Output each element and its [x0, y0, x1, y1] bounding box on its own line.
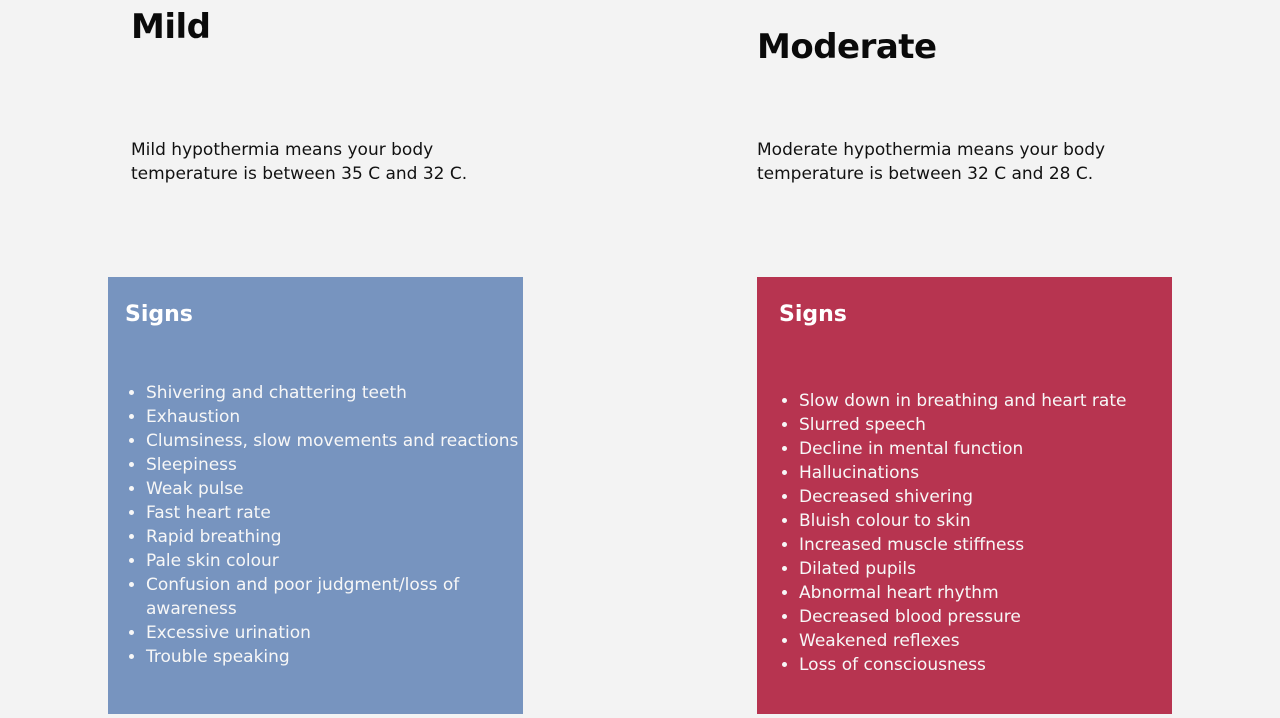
- moderate-description: Moderate hypothermia means your body tem…: [757, 140, 1106, 184]
- list-item: Decreased shivering: [799, 485, 1189, 509]
- list-item: Shivering and chattering teeth: [146, 381, 540, 405]
- list-item: Increased muscle stiffness: [799, 533, 1189, 557]
- list-item: Pale skin colour: [146, 549, 540, 573]
- list-item: Excessive urination: [146, 621, 540, 645]
- list-item: Clumsiness, slow movements and reactions: [146, 429, 540, 453]
- list-item: Hallucinations: [799, 461, 1189, 485]
- list-item: Slow down in breathing and heart rate: [799, 389, 1189, 413]
- mild-description: Mild hypothermia means your body tempera…: [131, 140, 468, 184]
- list-item: Loss of consciousness: [799, 653, 1189, 677]
- moderate-signs-heading: Signs: [779, 302, 847, 327]
- list-item: Sleepiness: [146, 453, 540, 477]
- list-item: Trouble speaking: [146, 645, 540, 669]
- list-item: Weakened reflexes: [799, 629, 1189, 653]
- moderate-signs-panel: Signs Slow down in breathing and heart r…: [757, 277, 1172, 714]
- list-item: Fast heart rate: [146, 501, 540, 525]
- list-item: Exhaustion: [146, 405, 540, 429]
- moderate-title: Moderate: [757, 27, 937, 67]
- list-item: Abnormal heart rhythm: [799, 581, 1189, 605]
- mild-title: Mild: [131, 7, 211, 47]
- mild-signs-panel: Signs Shivering and chattering teethExha…: [108, 277, 523, 714]
- moderate-signs-list: Slow down in breathing and heart rateSlu…: [778, 389, 1189, 677]
- list-item: Dilated pupils: [799, 557, 1189, 581]
- mild-signs-list: Shivering and chattering teethExhaustion…: [125, 381, 540, 669]
- list-item: Bluish colour to skin: [799, 509, 1189, 533]
- mild-signs-heading: Signs: [125, 302, 193, 327]
- list-item: Slurred speech: [799, 413, 1189, 437]
- list-item: Rapid breathing: [146, 525, 540, 549]
- list-item: Decline in mental function: [799, 437, 1189, 461]
- list-item: Weak pulse: [146, 477, 540, 501]
- list-item: Confusion and poor judgment/loss of awar…: [146, 573, 540, 621]
- list-item: Decreased blood pressure: [799, 605, 1189, 629]
